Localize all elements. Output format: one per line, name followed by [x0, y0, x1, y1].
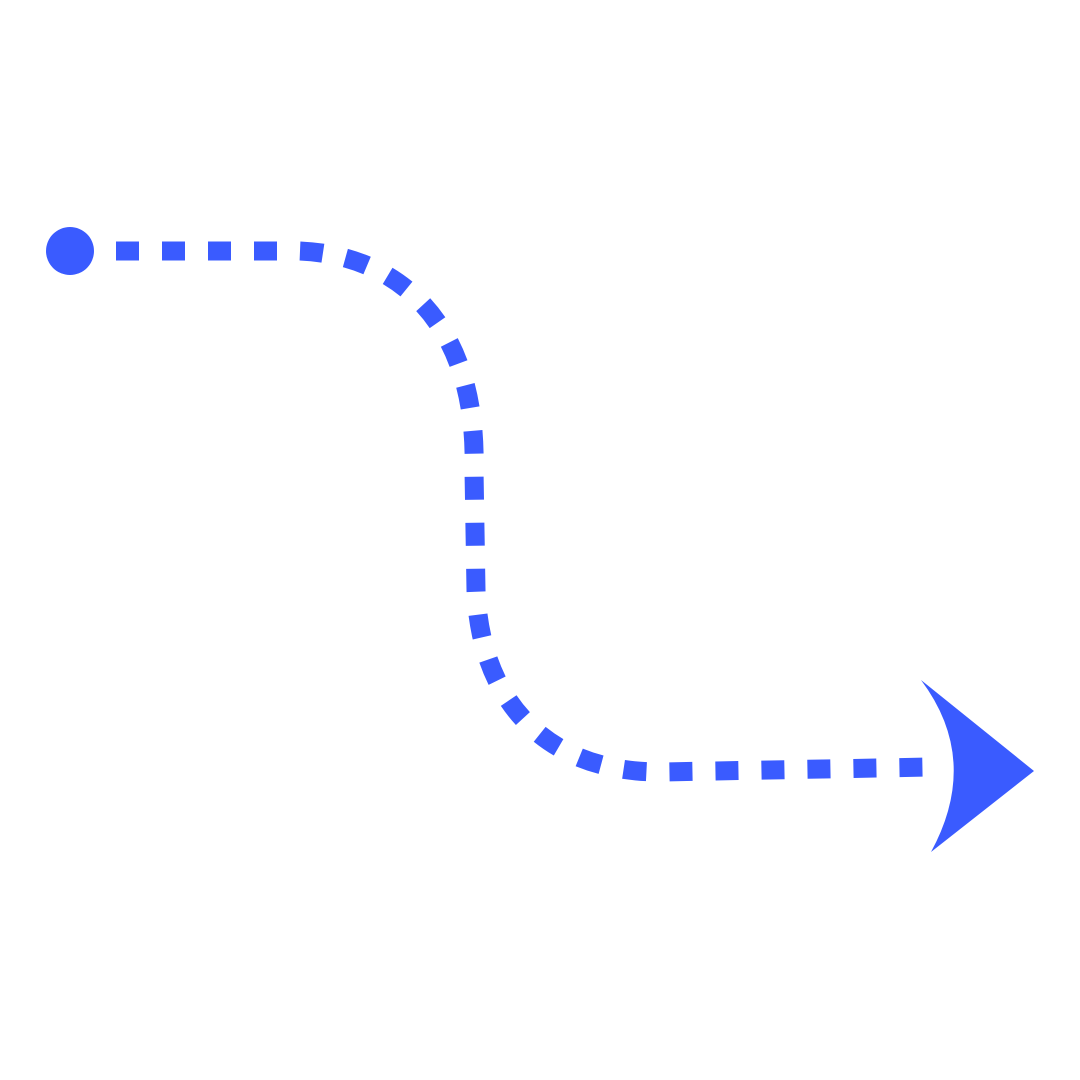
dashed-path — [116, 241, 933, 782]
start-dot-icon — [46, 227, 94, 275]
arrowhead-icon — [921, 680, 1034, 852]
